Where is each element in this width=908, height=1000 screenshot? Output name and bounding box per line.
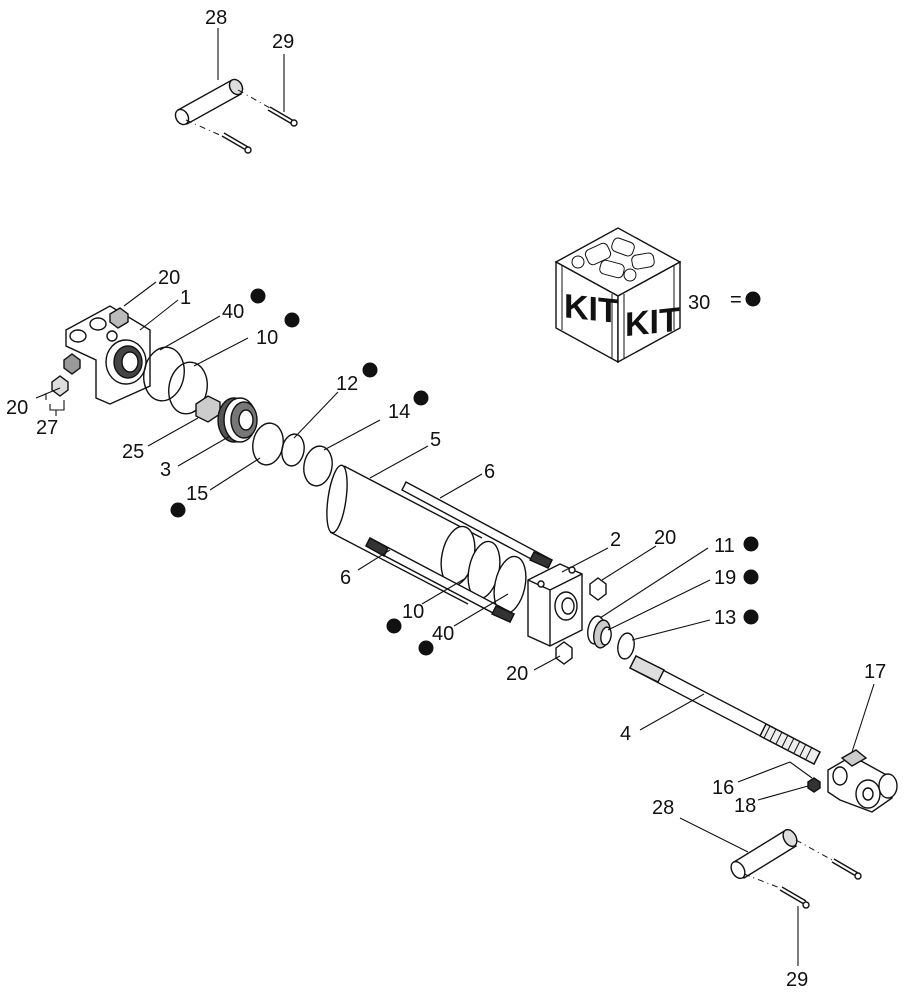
callout-40-a: 40 — [222, 301, 244, 323]
clevis-jam-nut — [807, 777, 821, 793]
callout-5: 5 — [430, 429, 441, 451]
bottom-cotter-pin-right — [831, 858, 862, 880]
end-cap-assembly — [51, 305, 151, 405]
callout-6-a: 6 — [484, 461, 495, 483]
callout-40-b: 40 — [432, 623, 454, 645]
callout-19: 19 — [714, 567, 736, 589]
kit-bullet-icon — [743, 609, 759, 625]
seal-12 — [281, 433, 305, 467]
kit-bullet-icon — [413, 390, 429, 406]
callout-17: 17 — [864, 661, 886, 683]
callout-18: 18 — [734, 795, 756, 817]
kit-bullet-icon — [250, 288, 266, 304]
kit-bullet-icon — [743, 536, 759, 552]
callout-14: 14 — [388, 401, 410, 423]
callout-13: 13 — [714, 607, 736, 629]
callout-1: 1 — [180, 287, 191, 309]
rod-end-head — [527, 563, 583, 647]
piston-rod — [629, 655, 821, 765]
leader-lines — [35, 28, 875, 966]
tie-rod-lower — [365, 537, 515, 623]
callout-27: 27 — [36, 417, 58, 439]
kit-bullet-icon — [386, 618, 402, 634]
callout-3: 3 — [160, 459, 171, 481]
kit-bullet-icon — [743, 569, 759, 585]
callout-10-b: 10 — [402, 601, 424, 623]
kit-bullet-icon — [418, 640, 434, 656]
callout-16: 16 — [712, 777, 734, 799]
top-cotter-pin-lower — [221, 132, 252, 154]
callout-20-c: 20 — [654, 527, 676, 549]
callout-11: 11 — [714, 535, 735, 557]
bottom-cotter-pin-lower — [779, 886, 810, 909]
bottom-clevis-pin — [730, 828, 798, 880]
kit-legend: 30 = — [688, 289, 761, 314]
rod-seal-13 — [617, 632, 635, 660]
rod-wiper-seal — [587, 615, 612, 649]
kit-bullet-icon — [745, 291, 761, 307]
rod-clevis — [827, 749, 898, 813]
callout-15: 15 — [186, 483, 208, 505]
callout-28-top: 28 — [205, 7, 227, 29]
piston-nut — [195, 395, 221, 423]
callout-10-a: 10 — [256, 327, 278, 349]
piston — [217, 397, 258, 443]
legend-number: 30 — [688, 292, 710, 314]
kit-bullet-icon — [362, 362, 378, 378]
callout-2: 2 — [610, 529, 621, 551]
top-clevis-pin — [174, 78, 244, 126]
callout-20-a: 20 — [158, 267, 180, 289]
fitting-20-upper — [589, 577, 607, 601]
callout-29-bottom: 29 — [786, 969, 808, 991]
callout-6-b: 6 — [340, 567, 351, 589]
fitting-20-lower — [555, 641, 573, 665]
callout-4: 4 — [620, 723, 631, 745]
tie-rod-upper — [401, 481, 553, 569]
callout-12: 12 — [336, 373, 358, 395]
kit-box-icon: KIT KIT — [554, 227, 682, 364]
callout-20-b: 20 — [6, 397, 28, 419]
legend-equals: = — [730, 289, 742, 311]
callout-25: 25 — [122, 441, 144, 463]
seal-14 — [303, 445, 333, 487]
kit-bullet-icon — [284, 312, 300, 328]
kit-bullet-icon — [170, 502, 186, 518]
o-ring-40-left — [143, 346, 185, 402]
kit-bullet-markers — [170, 288, 759, 656]
callout-28-bottom: 28 — [652, 797, 674, 819]
callout-29-top: 29 — [272, 31, 294, 53]
callout-20-d: 20 — [506, 663, 528, 685]
backup-ring-10-left — [168, 361, 208, 415]
kit-label-left: KIT — [564, 287, 619, 331]
kit-label-right: KIT — [625, 301, 680, 345]
callout-labels: 28 29 20 1 40 10 20 27 25 3 15 12 14 5 6… — [6, 7, 886, 991]
top-cotter-pin-upper — [267, 106, 298, 127]
